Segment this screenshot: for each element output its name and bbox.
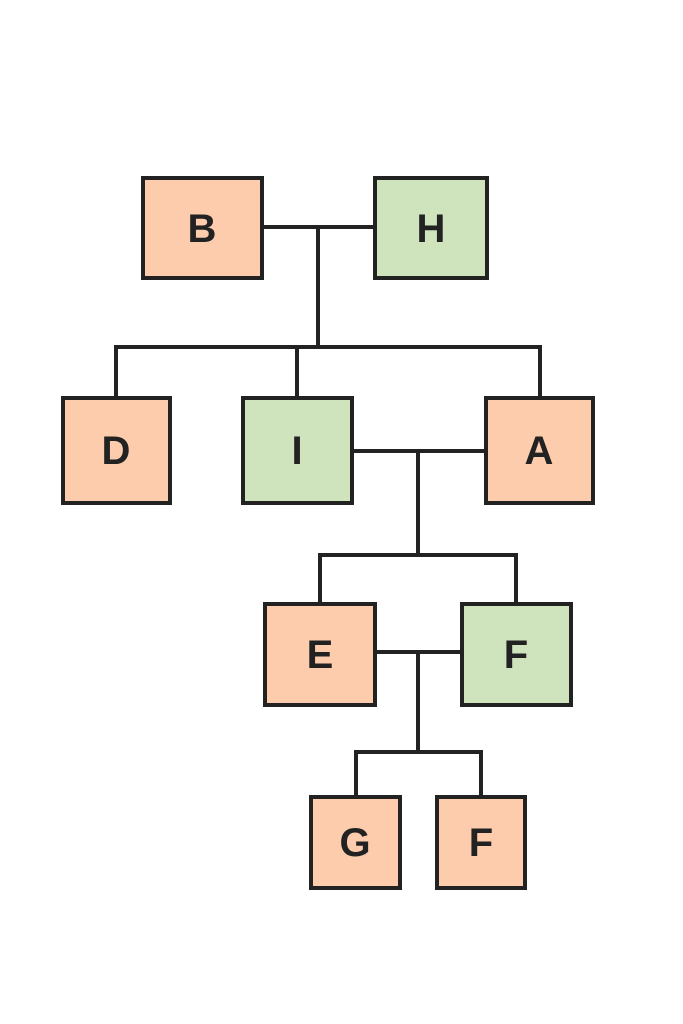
node-i: I <box>241 396 354 505</box>
connectors <box>114 225 542 799</box>
node-box <box>241 396 354 505</box>
node-box <box>460 602 573 707</box>
node-label: B <box>188 207 217 251</box>
node-box <box>309 795 402 890</box>
node-box <box>373 176 489 280</box>
node-f2: F <box>435 795 527 890</box>
node-label: E <box>307 633 334 677</box>
node-label: D <box>102 429 131 473</box>
node-box <box>263 602 377 707</box>
node-a: A <box>484 396 595 505</box>
node-label: G <box>339 821 370 865</box>
node-e: E <box>263 602 377 707</box>
node-h: H <box>373 176 489 280</box>
node-label: F <box>469 821 493 865</box>
node-box <box>141 176 264 280</box>
node-box <box>435 795 527 890</box>
node-label: F <box>504 633 528 677</box>
node-f1: F <box>460 602 573 707</box>
node-d: D <box>61 396 172 505</box>
node-box <box>61 396 172 505</box>
node-label: H <box>417 207 446 251</box>
node-box <box>484 396 595 505</box>
node-g: G <box>309 795 402 890</box>
node-label: I <box>291 429 302 473</box>
node-label: A <box>525 429 554 473</box>
node-b: B <box>141 176 264 280</box>
